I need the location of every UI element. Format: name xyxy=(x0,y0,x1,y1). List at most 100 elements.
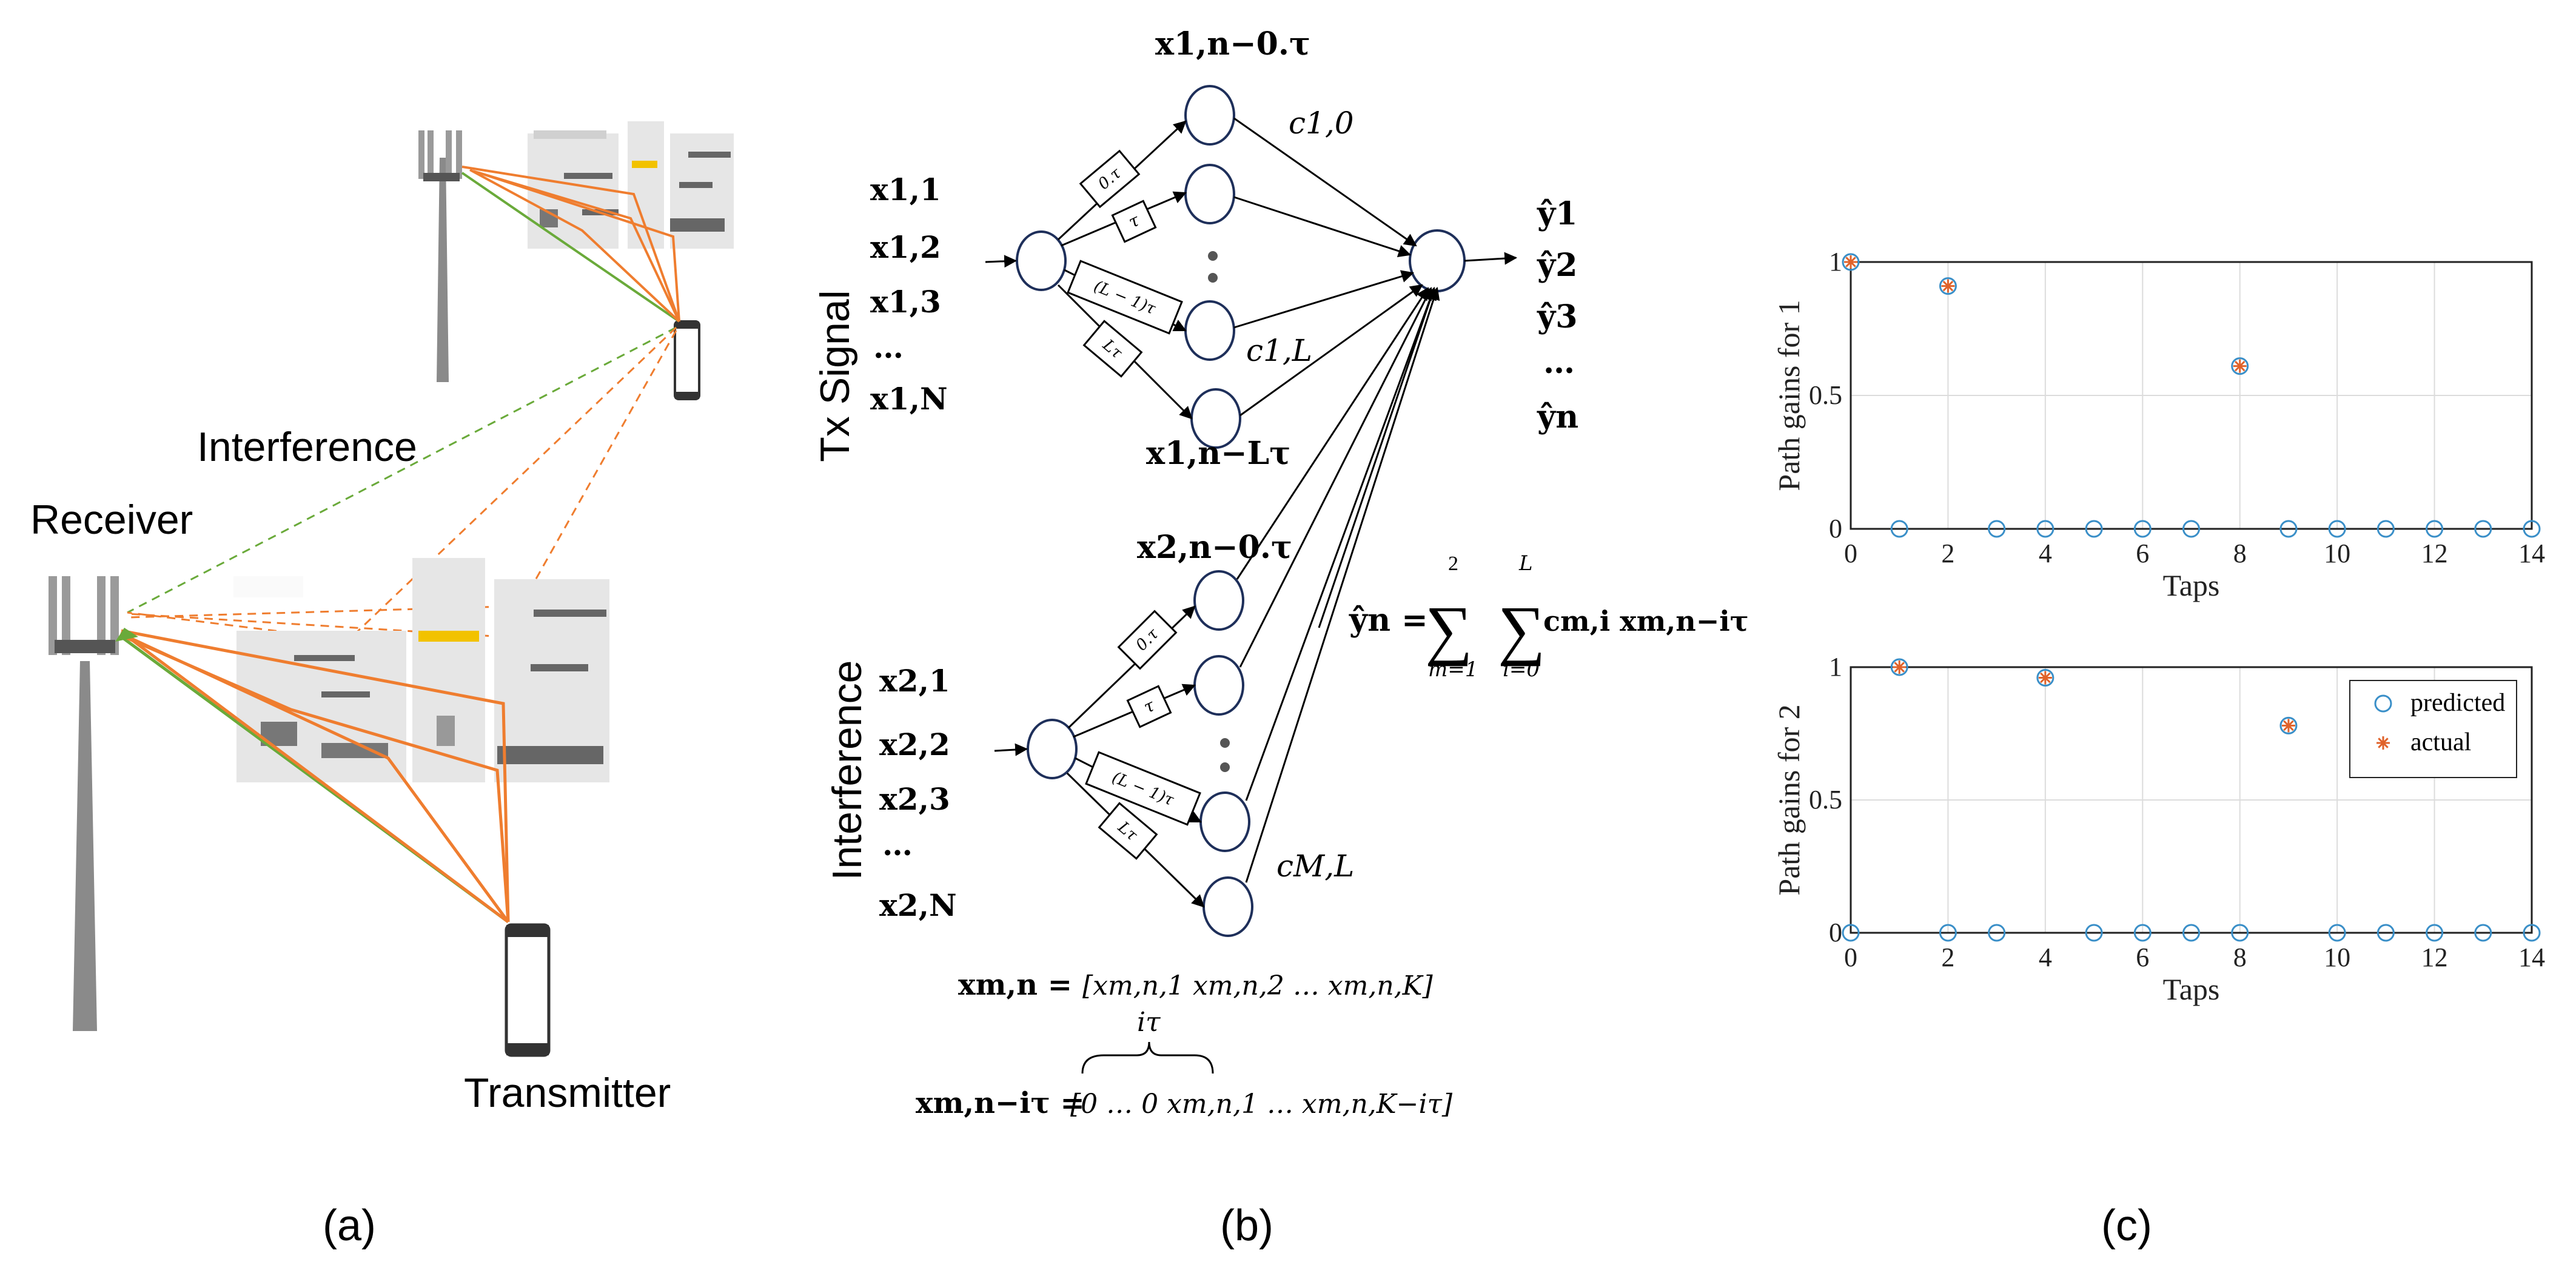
int-delay-node-lm1 xyxy=(1199,791,1250,852)
x-tick-label: 14 xyxy=(2518,942,2545,972)
predicted-point xyxy=(2426,924,2444,942)
transmitter-label: Transmitter xyxy=(464,1070,671,1116)
int-input-n: x2,N xyxy=(879,887,957,923)
actual-point xyxy=(2038,671,2052,685)
predicted-point xyxy=(1988,520,2006,538)
output-n: ŷn xyxy=(1537,398,1578,435)
x-tick-label: 12 xyxy=(2421,942,2448,972)
predicted-point xyxy=(2376,520,2395,538)
legend-actual-marker xyxy=(2376,736,2390,750)
predicted-point xyxy=(1842,924,1860,942)
coef-c10: c1,0 xyxy=(1289,106,1354,141)
output-2: ŷ2 xyxy=(1537,247,1577,284)
receiver-arrowhead xyxy=(115,628,138,642)
top-tower-icon xyxy=(418,130,462,382)
int-input-1: x2,1 xyxy=(879,663,950,699)
actual-point xyxy=(2281,719,2295,733)
tx-input-node xyxy=(1016,230,1067,291)
shift-lhs: xm,n−iτ = xyxy=(916,1086,1085,1120)
sum-i-symbol: ∑ xyxy=(1498,593,1545,667)
int-input-3: x2,3 xyxy=(879,781,950,817)
tx-input-2: x1,2 xyxy=(870,229,941,265)
x-tick-label: 2 xyxy=(1941,539,1954,568)
actual-point xyxy=(1844,255,1857,269)
predicted-point xyxy=(2328,520,2346,538)
coef-c1l: c1,L xyxy=(1246,333,1312,368)
x-axis-label: Taps xyxy=(2163,972,2220,1006)
predicted-point xyxy=(2036,669,2054,687)
tx-input-1: x1,1 xyxy=(870,172,941,207)
panel-a: Interference Receiver Transmitter (a) xyxy=(30,121,734,1250)
sum-m-top: 2 xyxy=(1448,553,1458,575)
x-tick-label: 6 xyxy=(2136,539,2149,568)
y-axis-label: Path gains for 1 xyxy=(1772,300,1806,491)
predicted-point xyxy=(2279,520,2298,538)
tx-delay-node-0 xyxy=(1184,85,1235,146)
predicted-point xyxy=(1842,253,1860,271)
shift-brace xyxy=(1081,1041,1214,1074)
panel-b: Tx Signal Interference x1,1 x1,2 x1,3 … … xyxy=(812,25,1749,1250)
predicted-point xyxy=(2328,924,2346,942)
tx-input-n: x1,N xyxy=(870,381,948,417)
y-tick-label: 0 xyxy=(1829,514,1842,543)
x-tick-label: 4 xyxy=(2039,539,2052,568)
predicted-point xyxy=(1890,520,1908,538)
shift-rhs: [0 … 0 xm,n,1 … xm,n,K−iτ] xyxy=(1070,1089,1453,1120)
legend-label: predicted xyxy=(2410,689,2505,717)
tx-delay-node-lm1 xyxy=(1184,300,1235,361)
int-input-node xyxy=(1027,719,1078,779)
int-edges xyxy=(994,287,1440,908)
predicted-point xyxy=(2376,924,2395,942)
transmitter-phone-icon xyxy=(505,923,551,1057)
tx-input-3: x1,3 xyxy=(870,284,941,320)
vector-lhs: xm,n = xyxy=(958,968,1072,1002)
y-tick-label: 0.5 xyxy=(1809,380,1842,410)
int-delay-boxes: 0.τ τ (L − 1)τ Lτ xyxy=(1085,610,1201,860)
tx-signal-label: Tx Signal xyxy=(812,290,858,462)
y-axis-label: Path gains for 2 xyxy=(1772,704,1806,895)
predicted-point xyxy=(2182,924,2200,942)
x-tick-label: 6 xyxy=(2136,942,2149,972)
x-tick-label: 12 xyxy=(2421,539,2448,568)
interference-label: Interference xyxy=(197,424,417,470)
predicted-point xyxy=(2474,520,2492,538)
top-rays xyxy=(461,166,680,323)
x-tick-label: 4 xyxy=(2039,942,2052,972)
panel-c-label: (c) xyxy=(2101,1201,2152,1250)
sum-i-top: L xyxy=(1518,551,1533,576)
equation-lhs: ŷn = xyxy=(1349,602,1428,639)
output-node xyxy=(1409,229,1466,292)
y-tick-label: 1 xyxy=(1829,652,1842,682)
y-tick-label: 0.5 xyxy=(1809,785,1842,815)
predicted-point xyxy=(2426,520,2444,538)
outputs: ŷ1 ŷ2 ŷ3 … ŷn xyxy=(1537,195,1578,435)
tx-delay-boxes: 0.τ τ (L − 1)τ Lτ xyxy=(1067,149,1183,378)
tx-input-dots: … xyxy=(873,329,904,365)
output-1: ŷ1 xyxy=(1537,195,1577,232)
receiver-tower-icon xyxy=(49,576,119,1031)
tx-delay-node-1 xyxy=(1184,164,1235,224)
predicted-point xyxy=(2523,520,2541,538)
transmitter-rays xyxy=(120,629,510,924)
predicted-point xyxy=(2474,924,2492,942)
bottom-node-label: x1,n−Lτ xyxy=(1146,435,1290,472)
legend-predicted-marker xyxy=(2374,694,2392,713)
y-tick-label: 1 xyxy=(1829,247,1842,277)
output-equation: ŷn = ∑ 2 m=1 ∑ L i=0 cm,i xm,n−iτ xyxy=(1349,551,1749,682)
receiver-label: Receiver xyxy=(30,497,193,543)
int-node-label: x2,n−0.τ xyxy=(1137,529,1292,566)
panel-b-label: (b) xyxy=(1220,1201,1273,1250)
panel-a-label: (a) xyxy=(323,1201,376,1250)
predicted-point xyxy=(1890,658,1908,676)
y-tick-label: 0 xyxy=(1829,918,1842,947)
predicted-point xyxy=(2231,357,2249,375)
predicted-point xyxy=(1939,277,1957,295)
shift-label: iτ xyxy=(1137,1007,1161,1038)
top-phone-icon xyxy=(674,320,700,400)
int-delay-node-l xyxy=(1202,876,1253,937)
actual-point xyxy=(2233,359,2247,373)
x-tick-label: 2 xyxy=(1941,942,1954,972)
